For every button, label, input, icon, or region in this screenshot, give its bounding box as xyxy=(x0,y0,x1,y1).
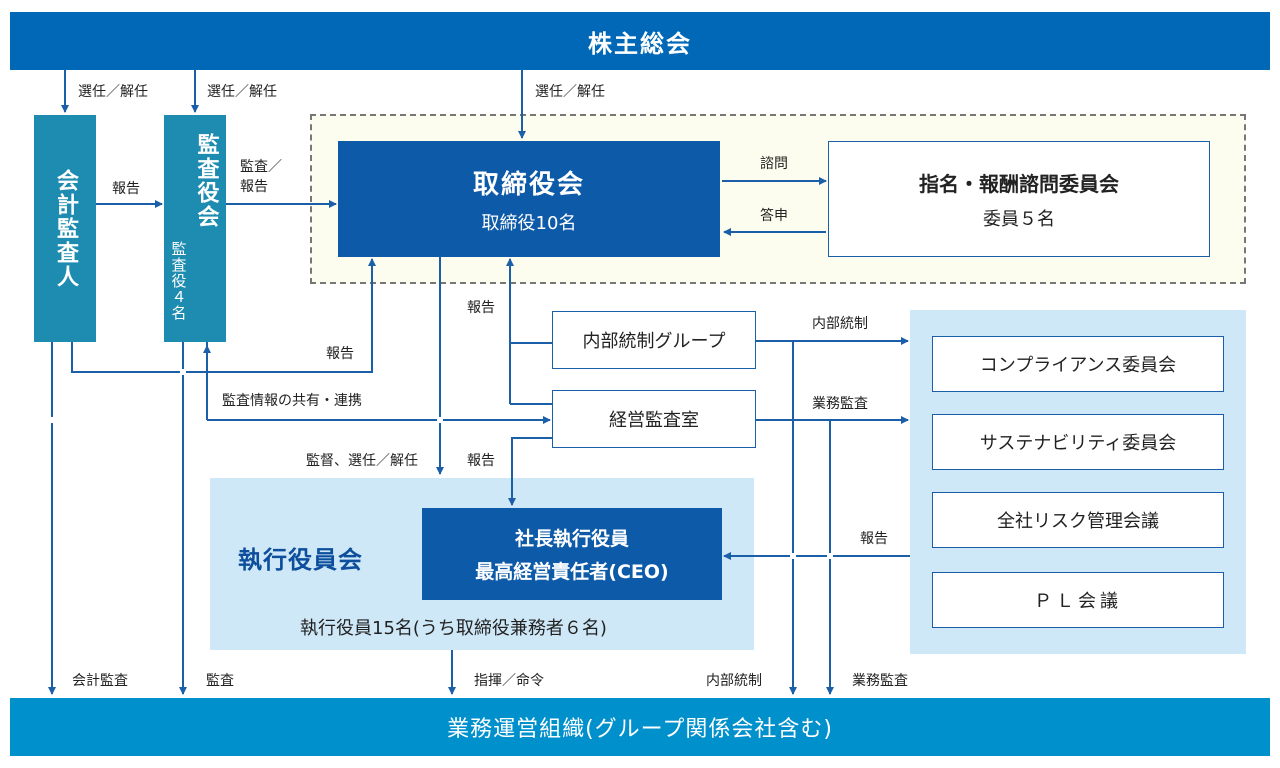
audit-report-label-1: 監査／ xyxy=(240,159,282,175)
info-share-label: 監査情報の共有・連携 xyxy=(222,393,362,409)
shareholders-meeting-bar: 株主総会 xyxy=(10,12,1270,70)
compliance-committee-label: コンプライアンス委員会 xyxy=(979,355,1177,376)
risk-management-meeting-label: 全社リスク管理会議 xyxy=(997,511,1159,532)
internal-control-group-label: 内部統制グループ xyxy=(582,331,726,352)
report-audit-label: 報告 xyxy=(467,300,495,316)
audit-board-box: 監査役４名 監査役会 xyxy=(164,115,226,342)
elect-label-3: 選任／解任 xyxy=(535,84,605,100)
audit-office-label: 経営監査室 xyxy=(609,410,699,431)
report-board-label: 報告 xyxy=(326,346,354,362)
ceo-line2: 最高経営責任者(CEO) xyxy=(475,561,669,583)
risk-management-meeting-box: 全社リスク管理会議 xyxy=(932,492,1224,548)
report-committees-label: 報告 xyxy=(860,531,888,547)
nomination-members: 委員５名 xyxy=(983,208,1055,230)
accounting-auditor-label: 会計監査人 xyxy=(53,168,78,289)
internal-control-group-box: 内部統制グループ xyxy=(552,311,756,369)
inquiry-label: 諮問 xyxy=(760,156,788,172)
compliance-committee-box: コンプライアンス委員会 xyxy=(932,336,1224,392)
ceo-box: 社長執行役員 最高経営責任者(CEO) xyxy=(422,508,722,600)
command-label: 指揮／命令 xyxy=(474,673,544,689)
internal-control-bottom-label: 内部統制 xyxy=(706,673,762,689)
pl-meeting-label: ＰＬ会議 xyxy=(1034,591,1122,612)
reply-label: 答申 xyxy=(760,208,788,224)
board-of-directors-box: 取締役会 取締役10名 xyxy=(338,141,720,257)
business-operations-label: 業務運営組織(グループ関係会社含む) xyxy=(447,717,833,742)
audit-board-label: 監査役会 xyxy=(193,133,219,229)
pl-meeting-box: ＰＬ会議 xyxy=(932,572,1224,628)
elect-label-2: 選任／解任 xyxy=(207,84,277,100)
sustainability-committee-box: サステナビリティ委員会 xyxy=(932,414,1224,470)
audit-report-label-2: 報告 xyxy=(240,179,268,195)
accounting-audit-label: 会計監査 xyxy=(72,673,128,689)
audit-label: 監査 xyxy=(206,673,234,689)
board-title: 取締役会 xyxy=(472,169,585,200)
nomination-title: 指名・報酬諮問委員会 xyxy=(919,171,1119,196)
exec-committee-title: 執行役員会 xyxy=(238,546,363,574)
report-ceo-label: 報告 xyxy=(467,453,495,469)
internal-control-label: 内部統制 xyxy=(812,316,868,332)
report-auditor-label: 報告 xyxy=(112,181,140,197)
board-members: 取締役10名 xyxy=(481,212,577,234)
exec-committee-members: 執行役員15名(うち取締役兼務者６名) xyxy=(300,618,607,639)
audit-board-members: 監査役４名 xyxy=(169,241,188,321)
ceo-line1: 社長執行役員 xyxy=(514,528,629,550)
shareholders-meeting-label: 株主総会 xyxy=(588,29,692,58)
business-audit-bottom-label: 業務監査 xyxy=(852,673,908,689)
business-audit-label: 業務監査 xyxy=(812,396,868,412)
accounting-auditor-box: 会計監査人 xyxy=(34,115,96,342)
supervise-label: 監督、選任／解任 xyxy=(306,453,418,469)
nomination-committee-box: 指名・報酬諮問委員会 委員５名 xyxy=(828,141,1210,257)
business-operations-bar: 業務運営組織(グループ関係会社含む) xyxy=(10,698,1270,756)
audit-office-box: 経営監査室 xyxy=(552,390,756,448)
sustainability-committee-label: サステナビリティ委員会 xyxy=(979,433,1177,454)
elect-label-1: 選任／解任 xyxy=(78,84,148,100)
